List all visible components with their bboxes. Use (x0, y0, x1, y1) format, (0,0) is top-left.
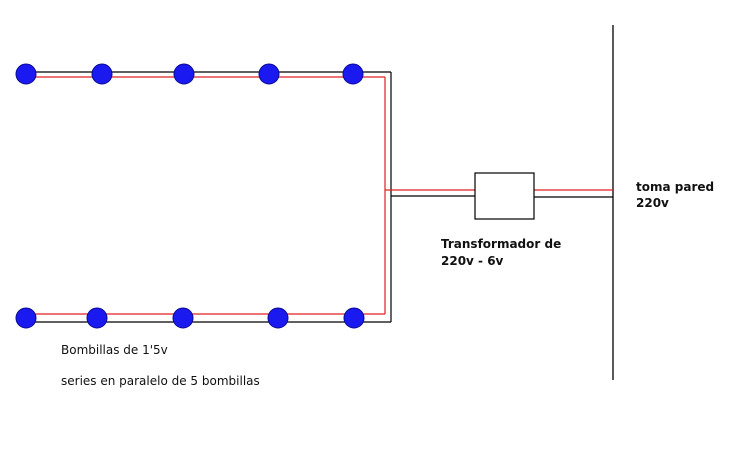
bulb-bottom-5 (343, 307, 365, 329)
bulb-bottom-1 (15, 307, 37, 329)
transformer-label-line1: Transformador de (441, 237, 562, 251)
bulb-top-4 (258, 63, 280, 85)
bulb-top-1 (15, 63, 37, 85)
bulb-bottom-3 (172, 307, 194, 329)
arrangement-note: series en paralelo de 5 bombillas (61, 374, 260, 388)
transformer-box (474, 172, 535, 220)
bulb-row-top (15, 63, 364, 85)
bulb-row-bottom (15, 307, 365, 329)
bulb-top-5 (342, 63, 364, 85)
transformer-label-line2: 220v - 6v (441, 254, 504, 268)
bulbs-note: Bombillas de 1'5v (61, 343, 168, 357)
bulb-bottom-4 (267, 307, 289, 329)
bulb-bottom-2 (86, 307, 108, 329)
bulb-top-3 (173, 63, 195, 85)
wall-outlet-label-line1: toma pared (636, 180, 715, 194)
bulb-top-2 (91, 63, 113, 85)
wall-outlet-label-line2: 220v (636, 196, 669, 210)
